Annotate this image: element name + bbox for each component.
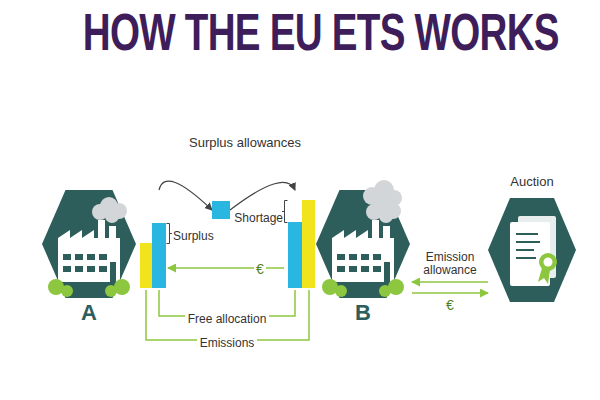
bracket-label-wrap: Free allocation — [185, 309, 270, 327]
edge-label-wrap: Emission allowance — [413, 251, 487, 278]
bars-b-part — [288, 222, 302, 288]
bars-b-part — [302, 200, 315, 288]
bars-a-part — [140, 243, 152, 288]
hexagon-outline — [42, 190, 136, 298]
edge-label: € — [446, 298, 454, 313]
node-label-wrap: B — [316, 300, 410, 326]
node-label-wrap: Auction — [472, 172, 592, 190]
edge-label-wrap: € — [254, 260, 266, 278]
surplus-bracket-part — [167, 224, 173, 244]
node-label: Auction — [510, 174, 553, 189]
diagram-title: HOW THE EU ETS WORKS — [83, 2, 559, 62]
node-label: B — [355, 300, 371, 326]
connector-arrow — [230, 182, 295, 210]
factory-a-node: A — [42, 190, 168, 328]
edge-label: Emission allowance — [413, 251, 487, 277]
edge-label-wrap: € — [446, 296, 454, 314]
hexagon-fill — [488, 198, 576, 302]
factory-b-part — [386, 190, 402, 206]
node-label: Surplus allowances — [189, 135, 301, 150]
bracket-label: Free allocation — [185, 312, 270, 326]
factory-b — [322, 180, 404, 297]
connector-arrow — [412, 292, 488, 294]
auction-document-part-part — [516, 257, 536, 259]
factory-b-node: B — [284, 190, 412, 328]
auction-document-part — [544, 258, 553, 267]
factory-a — [48, 197, 130, 297]
emissions-bracket-part — [146, 290, 309, 340]
hexagon-fill — [42, 190, 136, 298]
auction-document-part-part — [516, 249, 534, 251]
bracket-label-wrap: Shortage — [234, 208, 283, 226]
edge-label: € — [254, 262, 266, 277]
emissions-bracket — [146, 290, 309, 340]
bars-a — [140, 223, 166, 288]
hexagon-outline — [488, 198, 576, 302]
node-label-wrap: A — [42, 300, 136, 326]
auction-document-part-part — [516, 241, 540, 243]
auction-document — [510, 216, 557, 286]
node-label-wrap: Surplus allowances — [185, 133, 305, 151]
auction-node: Auction — [488, 198, 576, 302]
auction-document-part — [518, 216, 556, 278]
bracket-label: Surplus — [173, 229, 214, 243]
connector-arrow — [168, 267, 284, 269]
connector-arrow — [412, 281, 488, 283]
bars-a-part — [152, 223, 166, 288]
hexagon-fill — [316, 190, 410, 298]
auction-document-part — [539, 253, 557, 271]
bracket-label: Emissions — [197, 336, 258, 350]
bracket-label: Shortage — [234, 211, 283, 225]
factory-b-part — [322, 197, 404, 297]
auction-document-part — [510, 222, 550, 286]
surplus-bracket — [167, 224, 173, 244]
bracket-label-wrap: Emissions — [197, 333, 258, 351]
factory-b-part — [374, 180, 394, 200]
diagram-title-wrap: HOW THE EU ETS WORKS — [0, 2, 600, 62]
connector-arrow — [159, 181, 212, 210]
auction-document-part — [516, 234, 540, 258]
surplus-allowance-square: Surplus allowances — [212, 201, 230, 219]
node-label: A — [81, 300, 97, 326]
bracket-label-wrap: Surplus — [173, 226, 214, 244]
hexagon-outline — [316, 190, 410, 298]
auction-document-part — [538, 268, 550, 284]
bars-b — [288, 200, 315, 288]
factory-b-part — [363, 187, 381, 205]
auction-document-part-part — [516, 233, 538, 235]
